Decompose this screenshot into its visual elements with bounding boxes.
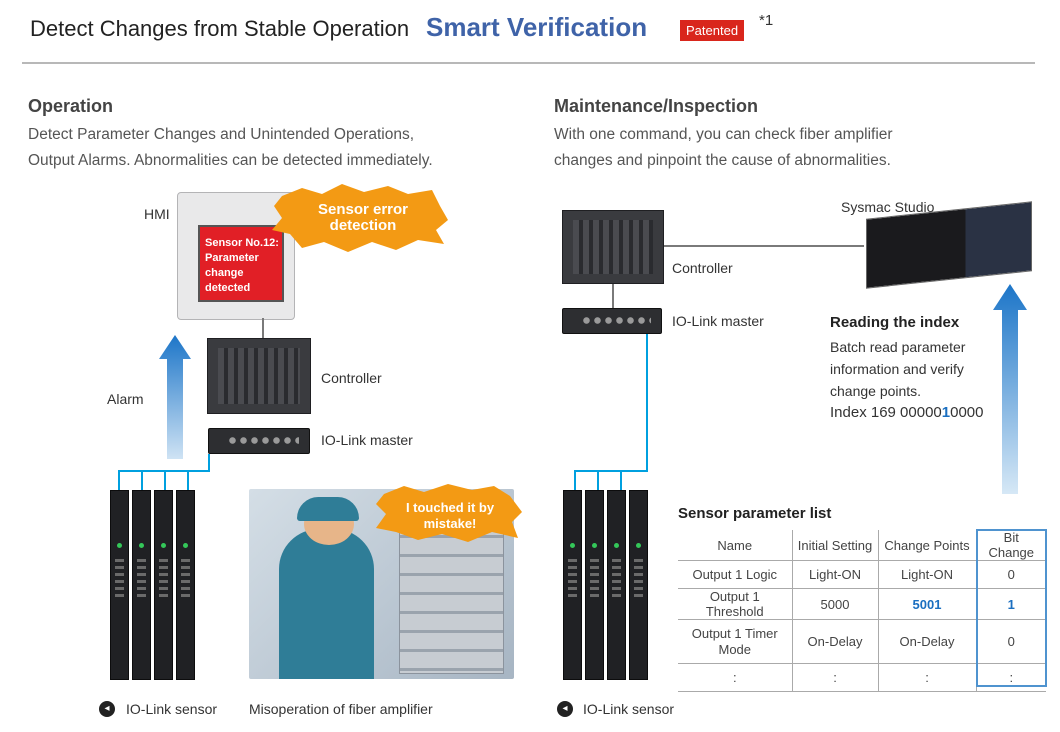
- cell: Light-ON: [878, 560, 977, 589]
- fiber-amplifier: [585, 490, 604, 680]
- burst-shape: [272, 184, 448, 252]
- col-bit-change: Bit Change: [976, 530, 1046, 561]
- sensor-parameter-table: Name Initial Setting Change Points Bit C…: [678, 530, 1046, 692]
- read-arrow-icon: [993, 284, 1027, 494]
- iolink-wire-1: [118, 470, 120, 490]
- page-title: Detect Changes from Stable Operation: [30, 16, 410, 41]
- iolink-sensor-stack: [110, 490, 195, 680]
- iolink-wire-bus-right: [574, 470, 648, 472]
- maintenance-desc-line1: With one command, you can check fiber am…: [554, 126, 893, 143]
- maintenance-desc-line2: changes and pinpoint the cause of abnorm…: [554, 152, 891, 169]
- mistake-burst: I touched it by mistake!: [405, 500, 495, 531]
- table-row: : : : :: [678, 663, 1046, 692]
- table-row: Output 1 Threshold 5000 5001 1: [678, 588, 1046, 620]
- operation-title: Operation: [28, 96, 114, 116]
- cell: Light-ON: [792, 560, 879, 589]
- iolink-master-device: [562, 308, 662, 334]
- iolink-master-label: IO-Link master: [321, 432, 413, 448]
- hmi-alert-message: Sensor No.12: Parameter change detected: [205, 237, 279, 294]
- reading-line2: information and verify: [830, 361, 964, 377]
- table-row: Output 1 Timer Mode On-Delay On-Delay 0: [678, 619, 1046, 664]
- alarm-arrow-icon: [159, 335, 191, 459]
- fiber-amplifier: [132, 490, 151, 680]
- hmi-label: HMI: [144, 206, 170, 222]
- changed-bit: 1: [941, 404, 951, 421]
- burst-shape: [376, 484, 522, 542]
- maintenance-title: Maintenance/Inspection: [554, 96, 759, 116]
- changed-bit-cell: 1: [976, 588, 1046, 620]
- iolink-sensor-label-right: IO-Link sensor: [583, 701, 675, 717]
- iolink-master-device: [208, 428, 310, 454]
- controller-label-right: Controller: [672, 260, 733, 276]
- controller-label: Controller: [321, 370, 382, 386]
- iolink-master-label-right: IO-Link master: [672, 313, 764, 329]
- iolink-wire-4: [187, 470, 189, 490]
- reading-index-title: Reading the index: [830, 314, 960, 331]
- fiber-amplifier: [176, 490, 195, 680]
- reading-line1: Batch read parameter: [830, 339, 966, 355]
- reading-line3: change points.: [830, 383, 922, 399]
- operation-desc-line2: Output Alarms. Abnormalities can be dete…: [28, 152, 433, 169]
- col-change-points: Change Points: [878, 530, 977, 561]
- cell: 0: [976, 560, 1046, 589]
- bit-change-highlight-box: [976, 529, 1047, 687]
- cell: 5000: [792, 588, 879, 620]
- changed-cell: 5001: [878, 588, 977, 620]
- sysmac-studio-label: Sysmac Studio: [841, 199, 935, 215]
- col-initial-setting: Initial Setting: [792, 530, 879, 561]
- header-divider: [22, 62, 1035, 64]
- table-title: Sensor parameter list: [678, 505, 832, 522]
- iolink-wire-2: [141, 470, 143, 490]
- iolink-wire-drop-right: [646, 334, 648, 472]
- iolink-icon: ◂: [99, 701, 115, 717]
- iolink-wire-2: [597, 470, 599, 490]
- operation-desc-line1: Detect Parameter Changes and Unintended …: [28, 126, 415, 143]
- misoperation-label: Misoperation of fiber amplifier: [249, 701, 433, 717]
- iolink-wire-drop: [208, 454, 210, 470]
- fiber-amplifier: [629, 490, 648, 680]
- controller-device: [562, 210, 664, 284]
- table-header-row: Name Initial Setting Change Points Bit C…: [678, 530, 1046, 561]
- iolink-wire-1: [574, 470, 576, 490]
- cell: :: [878, 663, 977, 692]
- fiber-amplifier: [563, 490, 582, 680]
- controller-link-wire: [612, 284, 614, 308]
- cell: :: [678, 663, 793, 692]
- iolink-wire-3: [164, 470, 166, 490]
- controller-device: [207, 338, 311, 414]
- footnote-marker: *1: [759, 12, 774, 29]
- iolink-wire-3: [620, 470, 622, 490]
- studio-link-wire: [664, 245, 864, 247]
- alarm-label: Alarm: [107, 391, 144, 407]
- page-header: Detect Changes from Stable Operation Sma…: [0, 0, 1060, 66]
- cell: :: [792, 663, 879, 692]
- feature-title: Smart Verification: [426, 12, 648, 42]
- cell: Output 1 Timer Mode: [678, 619, 793, 664]
- fiber-amplifier: [154, 490, 173, 680]
- patented-badge: Patented: [680, 20, 745, 41]
- index-value: Index 169 0000010000: [830, 404, 984, 421]
- cell: :: [976, 663, 1046, 692]
- iolink-icon: ◂: [557, 701, 573, 717]
- cell: Output 1 Threshold: [678, 588, 793, 620]
- iolink-sensor-label: IO-Link sensor: [126, 701, 218, 717]
- hmi-screen: [198, 225, 284, 302]
- iolink-sensor-stack-right: [563, 490, 648, 680]
- cell: On-Delay: [878, 619, 977, 664]
- hmi-link-wire: [262, 318, 264, 338]
- col-name: Name: [678, 530, 793, 561]
- cell: 0: [976, 619, 1046, 664]
- table-row: Output 1 Logic Light-ON Light-ON 0: [678, 560, 1046, 589]
- cell: On-Delay: [792, 619, 879, 664]
- fiber-amplifier: [607, 490, 626, 680]
- sensor-error-burst: Sensor error detection: [317, 201, 409, 234]
- fiber-amplifier: [110, 490, 129, 680]
- cell: Output 1 Logic: [678, 560, 793, 589]
